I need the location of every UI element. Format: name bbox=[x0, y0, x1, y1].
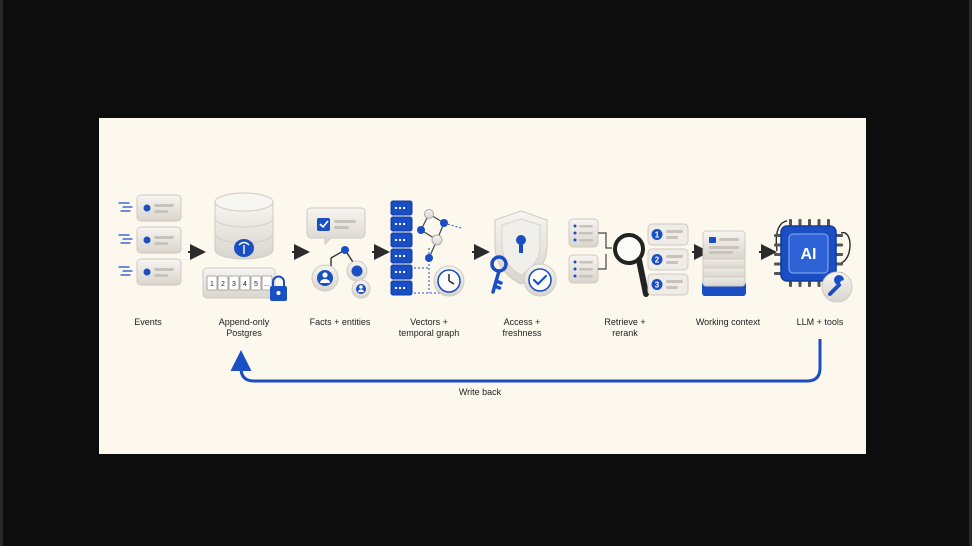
vector-block bbox=[390, 200, 413, 216]
clock-icon bbox=[433, 265, 465, 297]
wrench-tool-icon bbox=[821, 271, 853, 303]
log-cell-number: 5 bbox=[254, 281, 258, 288]
stage-label-context: Working context bbox=[695, 317, 761, 327]
rank-number: 1 bbox=[655, 231, 660, 240]
log-cell-number: 1 bbox=[210, 281, 214, 288]
stage-label-access: Access +freshness bbox=[502, 317, 542, 338]
freshness-check-icon bbox=[523, 263, 557, 297]
log-cell-number: 3 bbox=[232, 281, 236, 288]
log-cell bbox=[217, 275, 229, 291]
ai-chip-label: AI bbox=[801, 246, 817, 263]
stage-label-llm: LLM + tools bbox=[796, 317, 844, 327]
vector-block bbox=[390, 232, 413, 248]
key-icon bbox=[490, 255, 508, 294]
magnifier-rank-icon: 1 2 3 bbox=[568, 218, 689, 297]
elephant-logo-icon bbox=[234, 239, 254, 257]
vector-graph-icon bbox=[390, 200, 465, 297]
log-cell-number: ... bbox=[264, 281, 270, 288]
stage-label-facts: Facts + entities bbox=[309, 317, 371, 327]
rank-number: 3 bbox=[655, 281, 660, 290]
stage-label-vectors: Vectors +temporal graph bbox=[398, 317, 460, 338]
vector-block bbox=[390, 248, 413, 264]
log-cell-number: 2 bbox=[221, 281, 225, 288]
lock-icon bbox=[270, 275, 287, 301]
rank-number: 2 bbox=[655, 256, 660, 265]
ai-chip-icon bbox=[774, 219, 853, 303]
write-back-arrow bbox=[230, 339, 822, 383]
event-cards-icon bbox=[118, 194, 182, 286]
log-cell bbox=[250, 275, 262, 291]
shield-key-icon bbox=[490, 210, 557, 297]
vector-block bbox=[390, 216, 413, 232]
context-stack-icon bbox=[702, 230, 746, 296]
vector-block bbox=[390, 264, 413, 280]
entity-graph-icon bbox=[306, 207, 371, 299]
vector-block bbox=[390, 280, 413, 296]
log-cell-number: 4 bbox=[243, 281, 247, 288]
window-edge-left bbox=[0, 0, 3, 546]
stage-label-events: Events bbox=[134, 317, 162, 327]
stage-label-retrieve: Retrieve +rerank bbox=[604, 317, 646, 338]
log-cell bbox=[206, 275, 218, 291]
window-edge-right bbox=[969, 0, 972, 546]
write-back-label: Write back bbox=[458, 387, 502, 397]
log-cell bbox=[239, 275, 251, 291]
log-cell bbox=[228, 275, 240, 291]
